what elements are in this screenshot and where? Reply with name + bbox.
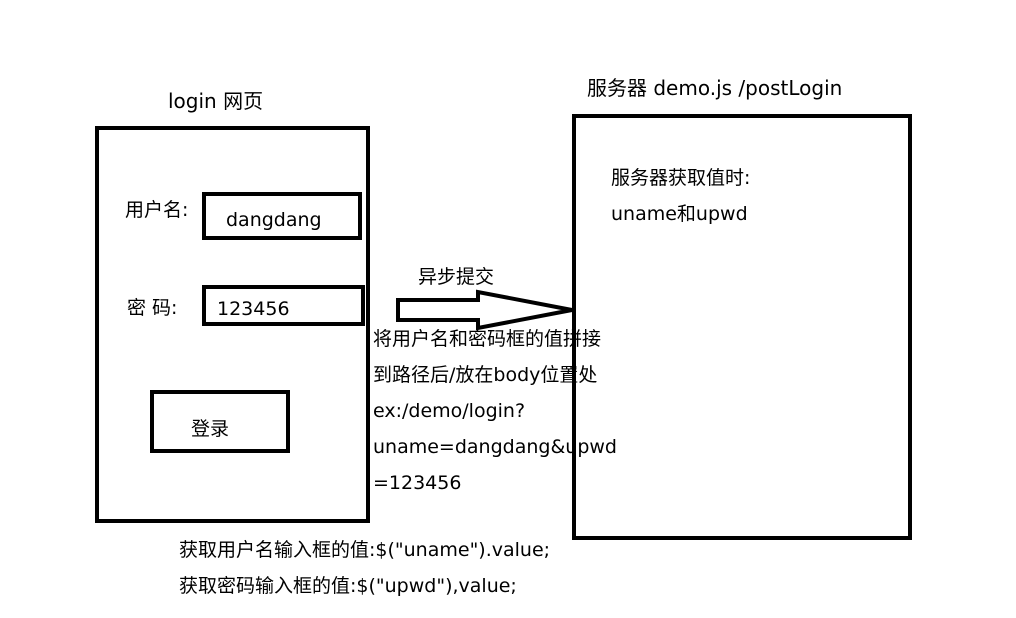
login-button-label: 登录	[191, 418, 230, 440]
username-value: dangdang	[226, 209, 322, 231]
server-title: 服务器 demo.js /postLogin	[587, 76, 843, 100]
server-frame	[572, 114, 912, 540]
explanation-line-3: ex:/demo/login?	[373, 400, 526, 422]
password-input[interactable]: 123456	[202, 285, 365, 326]
server-line-1: 服务器获取值时:	[611, 167, 751, 189]
explanation-line-2: 到路径后/放在body位置处	[373, 364, 598, 386]
password-label: 密 码:	[127, 297, 178, 319]
server-line-2: uname和upwd	[611, 203, 748, 225]
login-button[interactable]: 登录	[150, 390, 290, 453]
login-page-title: login 网页	[168, 89, 264, 113]
explanation-line-4: uname=dangdang&upwd	[373, 436, 617, 458]
username-label: 用户名:	[125, 199, 189, 221]
password-value: 123456	[217, 298, 290, 320]
note-line-1: 获取用户名输入框的值:$("uname").value;	[179, 539, 551, 561]
explanation-line-5: =123456	[373, 472, 462, 494]
note-line-2: 获取密码输入框的值:$("upwd"),value;	[179, 575, 517, 597]
explanation-line-1: 将用户名和密码框的值拼接	[373, 328, 602, 350]
async-submit-label: 异步提交	[418, 266, 495, 288]
submit-arrow	[396, 289, 573, 331]
username-input[interactable]: dangdang	[202, 192, 362, 240]
